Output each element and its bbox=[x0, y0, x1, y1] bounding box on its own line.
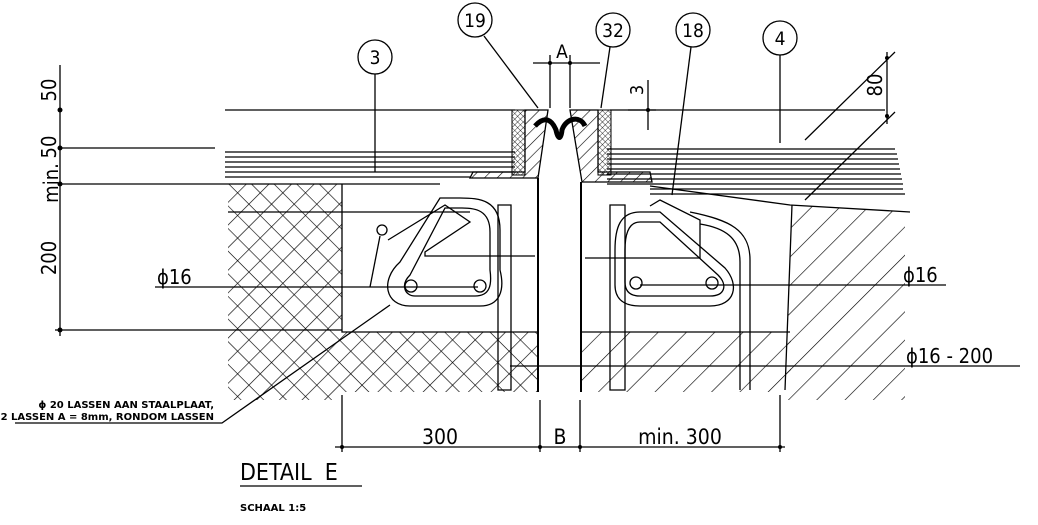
pavement-layers-left bbox=[60, 109, 515, 185]
callout-19 bbox=[457, 2, 493, 38]
joint-profile bbox=[468, 109, 653, 392]
dimension-lines bbox=[55, 51, 896, 452]
dim-right-top: 80 bbox=[863, 74, 887, 97]
rebar-label-stirrup: ϕ16 - 200 bbox=[906, 344, 993, 368]
callout-18 bbox=[675, 12, 711, 48]
dim-left-min: min. bbox=[39, 163, 63, 203]
dim-left-top: 50 bbox=[37, 79, 61, 102]
dim-bottom-gap: B bbox=[554, 425, 567, 449]
rebar-label-left: ϕ16 bbox=[157, 265, 192, 289]
callout-18-label: 18 bbox=[682, 20, 704, 42]
callout-3-label: 3 bbox=[370, 47, 381, 69]
pavement-layers-right bbox=[607, 109, 911, 213]
dim-gap-a: A bbox=[556, 41, 568, 63]
callout-4-label: 4 bbox=[775, 28, 786, 50]
right-concrete-hatch bbox=[581, 204, 905, 400]
callout-19-label: 19 bbox=[464, 10, 486, 32]
detail-scale: SCHAAL 1:5 bbox=[240, 503, 306, 514]
dim-seal-depth: 3 bbox=[627, 85, 648, 95]
dim-left-mid: 50 bbox=[37, 136, 61, 159]
left-concrete-hatch bbox=[228, 184, 539, 400]
dim-bottom-right: min. 300 bbox=[638, 425, 722, 449]
rebar-label-right: ϕ16 bbox=[903, 263, 938, 287]
dim-bottom-left: 300 bbox=[422, 425, 458, 449]
callout-4 bbox=[762, 20, 798, 56]
leader-lines bbox=[15, 35, 1020, 424]
dim-left-bottom: 200 bbox=[37, 241, 61, 275]
callout-3 bbox=[357, 39, 393, 75]
rebar-left bbox=[228, 197, 535, 391]
callout-32-label: 32 bbox=[602, 20, 624, 42]
note-line-2: 2 LASSEN A = 8mm, RONDOM LASSEN bbox=[1, 412, 214, 423]
callout-32 bbox=[595, 12, 631, 48]
detail-title: DETAIL E bbox=[240, 460, 338, 486]
note-line-1: ϕ 20 LASSEN AAN STAALPLAAT, bbox=[38, 400, 214, 411]
